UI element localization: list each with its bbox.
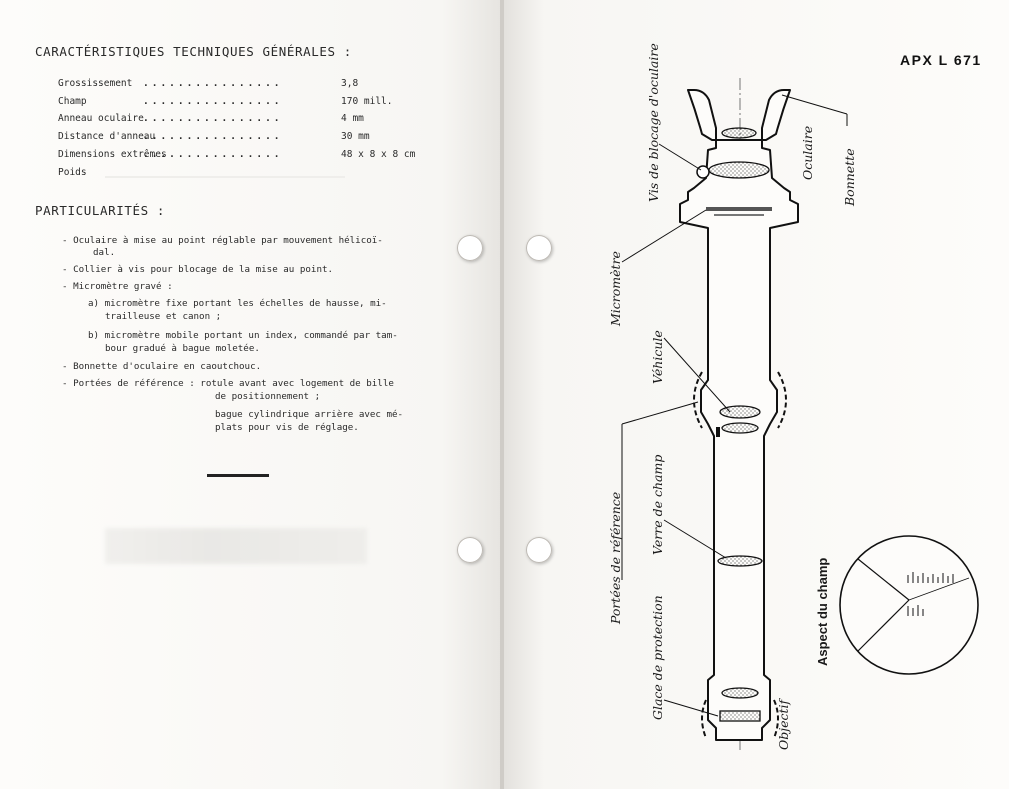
feature-line: dal.	[93, 247, 116, 258]
feature-line: - Micromètre gravé :	[62, 281, 173, 292]
feature-line: - Bonnette d'oculaire en caoutchouc.	[62, 361, 262, 372]
label-glace-protection: Glace de protection	[650, 595, 665, 720]
spec-label: Grossissement	[58, 78, 133, 89]
page-gutter	[500, 0, 506, 789]
feature-line: - Collier à vis pour blocage de la mise …	[62, 264, 334, 275]
section-title-features: PARTICULARITÉS :	[35, 203, 166, 218]
show-through-smudge	[105, 528, 367, 564]
binder-hole	[526, 537, 552, 563]
binder-hole	[457, 235, 483, 261]
leader-line	[781, 94, 848, 115]
label-vis-blocage: Vis de blocage d'oculaire	[646, 43, 661, 202]
left-page: CARACTÉRISTIQUES TECHNIQUES GÉNÉRALES : …	[0, 0, 502, 789]
label-portees-reference: Portées de référence	[608, 492, 623, 625]
label-bonnette: Bonnette	[842, 148, 857, 207]
spec-value: 170 mill.	[341, 96, 393, 107]
eyepiece-lens	[721, 127, 757, 139]
reference-arc	[701, 699, 707, 739]
spec-value: 3,8	[341, 78, 359, 89]
spec-label: Dimensions extrêmes	[58, 149, 167, 160]
reticle-circle	[839, 535, 979, 675]
leader-line	[621, 401, 699, 425]
label-objectif: Objectif	[776, 697, 791, 750]
reference-arc	[777, 371, 787, 429]
spec-label: Anneau oculaire	[58, 113, 144, 124]
spec-leader: ................	[143, 113, 283, 124]
leader-line	[621, 209, 707, 263]
faded-line	[105, 176, 345, 178]
micrometer-plate	[706, 207, 772, 211]
feature-line: - Oculaire à mise au point réglable par …	[62, 235, 383, 246]
feature-line: bour gradué à bague moletée.	[105, 343, 260, 354]
label-micrometre: Micromètre	[608, 251, 623, 327]
feature-line: - Portées de référence : rotule avant av…	[62, 378, 394, 389]
reticle-line	[857, 599, 910, 652]
protection-glass	[719, 710, 761, 722]
reference-arc	[773, 699, 779, 739]
feature-line: plats pour vis de réglage.	[215, 422, 359, 433]
field-of-view-reticle	[839, 535, 979, 675]
label-oculaire: Oculaire	[800, 126, 815, 180]
feature-line: b) micromètre mobile portant un index, c…	[88, 330, 398, 341]
mount-marker	[716, 427, 720, 437]
binder-hole	[457, 537, 483, 563]
feature-line: bague cylindrique arrière avec mé-	[215, 409, 404, 420]
eyepiece-lens	[708, 161, 770, 179]
reticle-ticks	[907, 572, 954, 616]
feature-line: a) micromètre fixe portant les échelles …	[88, 298, 387, 309]
leader-line	[663, 699, 719, 717]
spec-leader: ................	[143, 78, 283, 89]
spec-label: Distance d'anneau	[58, 131, 156, 142]
spec-value: 48 x 8 x 8 cm	[341, 149, 416, 160]
feature-line: trailleuse et canon ;	[105, 311, 222, 322]
objective-lens	[721, 687, 759, 699]
spec-value: 30 mm	[341, 131, 370, 142]
spec-leader: ................	[143, 131, 283, 142]
micrometer-plate	[714, 214, 764, 216]
spec-leader: ................	[143, 149, 283, 160]
leader-line	[663, 519, 727, 559]
spec-value: 4 mm	[341, 113, 364, 124]
section-title-characteristics: CARACTÉRISTIQUES TECHNIQUES GÉNÉRALES :	[35, 44, 352, 59]
leader-line	[658, 143, 702, 171]
vehicle-lens	[721, 422, 759, 434]
document-title: APX L 671	[900, 52, 982, 68]
periscope-diagram: Vis de blocage d'oculaire Oculaire Bonne…	[608, 43, 979, 752]
locking-screw	[696, 165, 710, 179]
spec-label: Poids	[58, 167, 87, 178]
right-page: APX L 671	[504, 0, 1009, 789]
label-aspect-champ: Aspect du champ	[815, 558, 830, 666]
label-verre-champ: Verre de champ	[650, 455, 665, 555]
field-lens	[717, 555, 763, 567]
reticle-scale-line	[908, 577, 970, 601]
separator-rule	[207, 474, 269, 477]
binder-hole	[526, 235, 552, 261]
spec-label: Champ	[58, 96, 87, 107]
leader-line	[663, 337, 731, 413]
feature-line: de positionnement ;	[215, 391, 321, 402]
spec-leader: ................	[143, 96, 283, 107]
vehicle-lens	[719, 405, 761, 419]
label-vehicule: Véhicule	[650, 330, 665, 384]
reticle-line	[857, 558, 910, 601]
